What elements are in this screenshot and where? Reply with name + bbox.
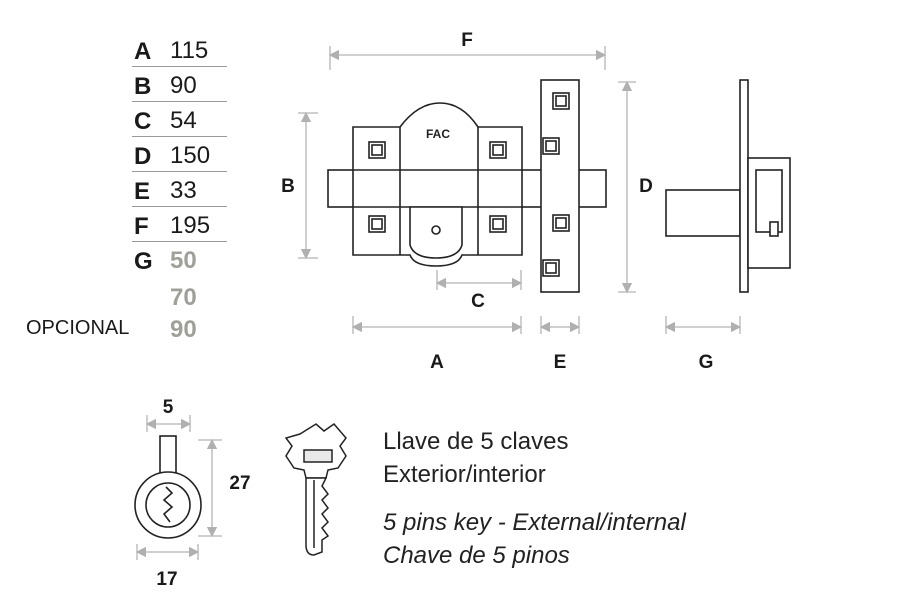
dim-row-b: B 90 xyxy=(132,67,227,102)
cylinder-drawing xyxy=(134,435,202,539)
cylinder-width-label: 5 xyxy=(163,397,174,418)
dim-row-f: F 195 xyxy=(132,207,227,242)
dim-letter: E xyxy=(134,178,151,205)
label-a: A xyxy=(430,352,444,373)
dim-value: 150 xyxy=(170,142,211,169)
dim-value: 115 xyxy=(170,37,209,64)
keeper-screw-icons xyxy=(542,92,570,277)
key-icon xyxy=(284,422,347,556)
dim-row-d: D 150 xyxy=(132,137,227,172)
keeper-plate xyxy=(540,79,580,293)
dim-row-g: G 50 xyxy=(132,242,227,276)
keyhole xyxy=(431,225,441,235)
screw-icons xyxy=(368,141,507,233)
lock-side-view xyxy=(665,79,791,293)
opcional-label: OPCIONAL xyxy=(26,317,130,339)
dim-letter: C xyxy=(134,108,152,135)
label-d: D xyxy=(639,176,653,197)
dim-row-a: A 115 xyxy=(132,32,227,67)
g-option-70: 70 xyxy=(170,284,197,311)
cylinder-height-label: 27 xyxy=(229,473,250,494)
dim-value: 50 xyxy=(170,247,197,274)
description-line-1: Llave de 5 claves xyxy=(383,428,569,455)
description-line-2: Exterior/interior xyxy=(383,461,546,488)
dim-letter: D xyxy=(134,143,152,170)
dimension-table: A 115 B 90 C 54 D 150 E 33 F 195 G 50 70… xyxy=(0,0,240,360)
dim-row-c: C 54 xyxy=(132,102,227,137)
label-b: B xyxy=(281,176,295,197)
lock-body xyxy=(352,102,523,267)
g-option-90: 90 xyxy=(170,316,197,343)
label-f: F xyxy=(461,30,473,51)
dim-row-e: E 33 xyxy=(132,172,227,207)
dim-letter: B xyxy=(134,73,152,100)
description-line-3: 5 pins key - External/internal xyxy=(383,509,686,536)
lock-front-view xyxy=(327,79,607,293)
dim-value: 90 xyxy=(170,72,197,99)
cylinder-diameter-label: 17 xyxy=(156,569,177,590)
description-line-4: Chave de 5 pinos xyxy=(383,542,570,569)
label-c: C xyxy=(471,291,485,312)
fac-logo: FAC xyxy=(426,127,450,141)
dim-value: 33 xyxy=(170,177,197,204)
dim-value: 54 xyxy=(170,107,197,134)
dim-letter: G xyxy=(134,248,153,275)
label-e: E xyxy=(554,352,567,373)
label-g: G xyxy=(699,352,714,373)
dim-value: 195 xyxy=(170,212,211,239)
dim-letter: A xyxy=(134,38,152,65)
dim-letter: F xyxy=(134,213,149,240)
